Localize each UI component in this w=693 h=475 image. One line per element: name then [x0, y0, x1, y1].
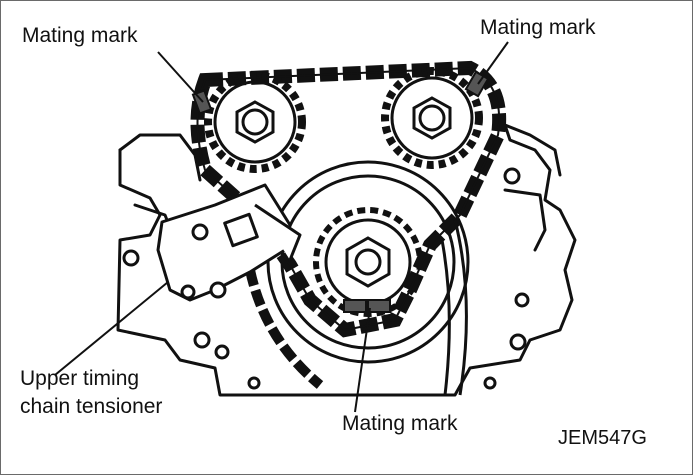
tensioner-arm — [254, 203, 302, 261]
right-cam-sprocket-teeth — [381, 67, 483, 169]
right-cam-sprocket — [390, 76, 474, 160]
tensioner-bolt — [209, 281, 227, 299]
tensioner-bolt — [191, 223, 209, 241]
chain-guide-right-inner — [440, 239, 451, 396]
block-bolt — [214, 344, 230, 360]
left-cam-sprocket-teeth — [204, 71, 306, 173]
crank-mating-mark-link — [343, 299, 367, 313]
mating-mark-label-left: Mating mark — [22, 24, 138, 47]
block-bolt — [503, 167, 521, 185]
left-cam-bolt-hex — [235, 100, 275, 144]
right-cam-bolt-hex — [412, 96, 452, 140]
crank-hub — [324, 218, 412, 306]
engine-block-outline — [116, 123, 577, 397]
head-cover-right — [503, 123, 562, 177]
mating-mark-label-bottom: Mating mark — [342, 412, 458, 435]
left-cam-sprocket — [213, 80, 297, 164]
tensioner-label-line2: chain tensioner — [20, 395, 163, 418]
chain-guide — [245, 268, 324, 389]
figure-code: JEM547G — [558, 427, 647, 449]
crank-bolt-hex — [345, 236, 391, 288]
tensioner-label-line1: Upper timing — [20, 367, 140, 390]
block-bolt — [247, 376, 261, 390]
block-bolt — [509, 333, 527, 351]
tensioner-body — [156, 183, 292, 302]
tensioner-bolt — [180, 284, 196, 300]
chain-guide-right — [453, 219, 468, 396]
mating-mark-label-right: Mating mark — [480, 16, 596, 39]
leader-line-tensioner — [54, 281, 169, 376]
block-bolt — [122, 249, 140, 267]
block-bolt — [483, 376, 497, 390]
crank-bolt-head — [354, 248, 382, 276]
leader-line-bottom-mark — [354, 307, 371, 413]
upper-timing-chain-outline — [196, 66, 501, 332]
left-cam-bolt — [241, 108, 269, 136]
leader-line-left-mark — [157, 51, 204, 103]
head-cover-left — [118, 133, 202, 182]
crank-mating-mark-link — [367, 299, 391, 313]
block-edge — [503, 188, 547, 252]
block-bolt — [514, 292, 530, 308]
block-bolt — [193, 331, 211, 349]
leader-line-right-mark — [477, 41, 509, 85]
right-cam-bolt — [418, 104, 446, 132]
tensioner-plunger — [223, 212, 259, 248]
